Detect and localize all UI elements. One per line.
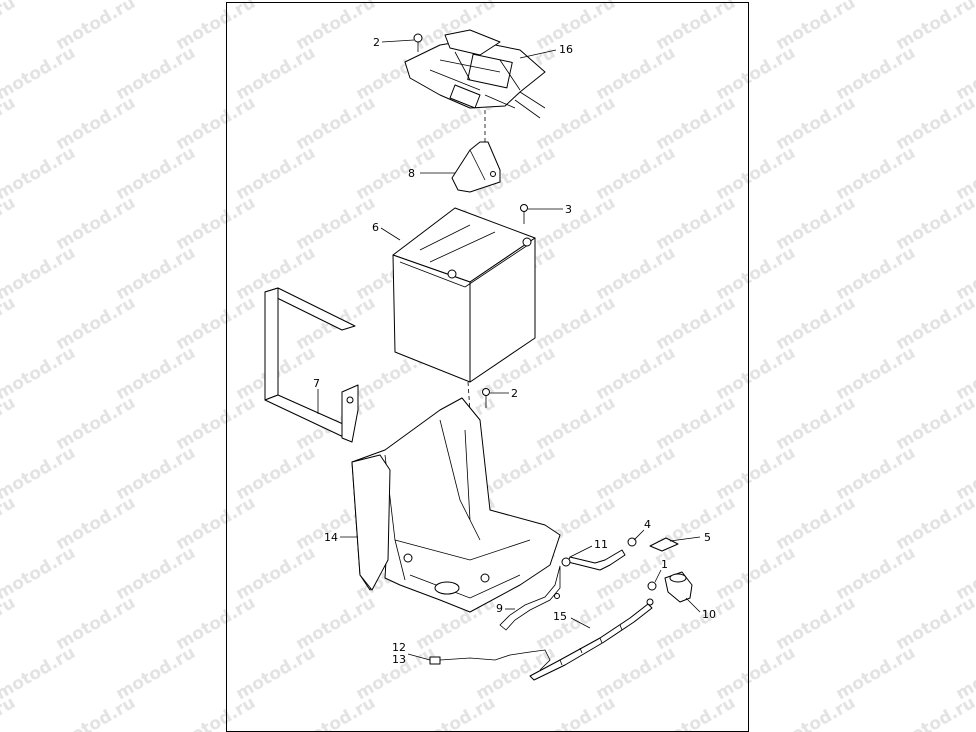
callout-14: 14 [324,531,338,544]
part-3-screw[interactable] [520,204,528,225]
part-10-terminal-boot[interactable] [664,571,693,603]
callout-3: 3 [565,203,572,216]
part-16-relay-block[interactable] [404,29,546,119]
callout-5: 5 [704,531,711,544]
part-8-bracket[interactable] [451,141,501,193]
callout-labels: 2 16 8 3 6 2 7 14 4 5 11 1 10 9 15 12 13 [313,36,716,666]
callout-1: 1 [661,558,668,571]
part-6-battery[interactable] [392,207,536,383]
part-2-screw-mid[interactable] [482,388,490,409]
part-9-cable[interactable] [499,565,561,631]
callout-2-mid: 2 [511,387,518,400]
part-2-screw-top[interactable] [413,33,423,52]
callout-11: 11 [594,538,608,551]
part-12-13-harness[interactable] [429,649,551,671]
callout-12: 12 [392,641,406,654]
callout-4: 4 [644,518,651,531]
callout-10: 10 [702,608,716,621]
part-7-strap[interactable] [264,287,359,443]
callout-7: 7 [313,377,320,390]
part-1-washer[interactable] [647,581,657,591]
callout-6: 6 [372,221,379,234]
leader-lines [317,39,701,661]
callout-2-top: 2 [373,36,380,49]
part-14-battery-tray[interactable] [351,397,561,613]
callout-9: 9 [496,602,503,615]
callout-16: 16 [559,43,573,56]
part-15-cable[interactable] [529,598,654,681]
part-5-pad[interactable] [649,537,679,552]
callout-8: 8 [408,167,415,180]
part-11-cable[interactable] [561,549,626,571]
callout-13: 13 [392,653,406,666]
callout-15: 15 [553,610,567,623]
